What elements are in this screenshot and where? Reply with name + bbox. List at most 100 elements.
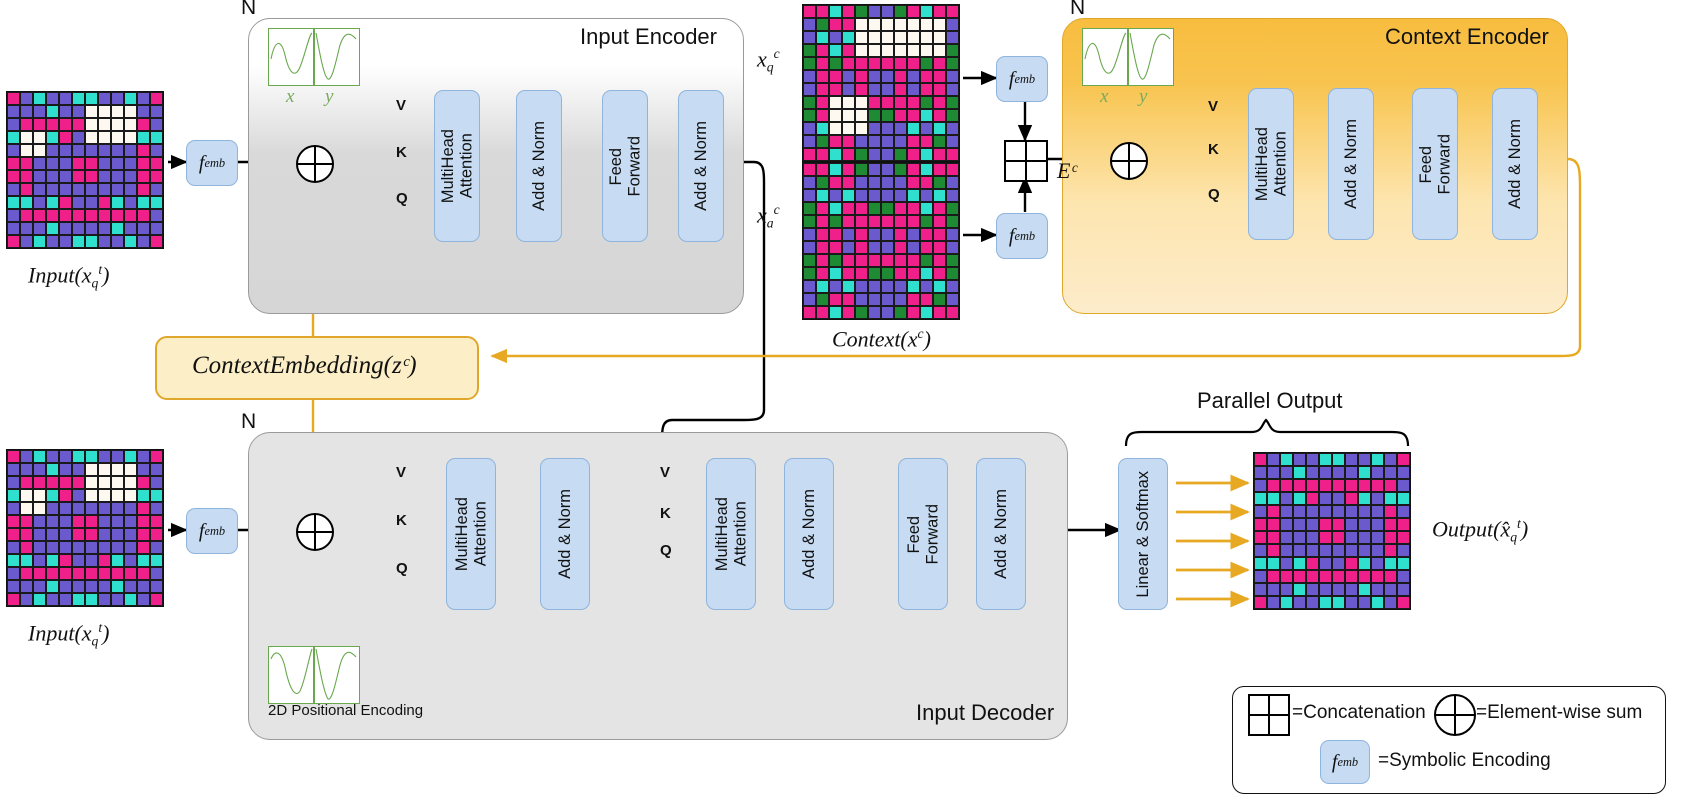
grid-cell xyxy=(1358,466,1371,479)
grid-cell xyxy=(855,280,868,293)
grid-cell xyxy=(111,580,124,593)
context-feed-forward[interactable]: Feed Forward xyxy=(1412,88,1458,240)
grid-cell xyxy=(111,515,124,528)
grid-cell xyxy=(98,476,111,489)
grid-cell xyxy=(1306,596,1319,609)
decoder-self-v-label: V xyxy=(396,464,407,481)
grid-cell xyxy=(72,593,85,606)
grid-cell xyxy=(933,18,946,31)
grid-cell xyxy=(124,196,137,209)
context-multihead-attention[interactable]: MultiHead Attention xyxy=(1248,88,1294,240)
decoder-feed-forward[interactable]: Feed Forward xyxy=(898,458,948,610)
grid-cell xyxy=(46,196,59,209)
grid-cell xyxy=(1280,531,1293,544)
grid-cell xyxy=(920,148,933,161)
grid-cell xyxy=(111,463,124,476)
grid-cell xyxy=(894,254,907,267)
grid-cell xyxy=(907,189,920,202)
grid-cell xyxy=(816,306,829,319)
context-caption: Context(xc) xyxy=(832,326,931,352)
pos-enc-y-label-top: y xyxy=(325,86,334,107)
linear-softmax-block[interactable]: Linear & Softmax xyxy=(1118,458,1168,610)
grid-cell xyxy=(868,293,881,306)
grid-cell xyxy=(124,209,137,222)
grid-cell xyxy=(150,593,163,606)
grid-cell xyxy=(933,5,946,18)
grid-cell xyxy=(894,148,907,161)
decoder-self-multihead-attention[interactable]: MultiHead Attention xyxy=(446,458,496,610)
grid-cell xyxy=(1319,518,1332,531)
grid-cell xyxy=(85,209,98,222)
decoder-add-norm-3[interactable]: Add & Norm xyxy=(976,458,1026,610)
grid-cell xyxy=(1371,518,1384,531)
grid-cell xyxy=(803,202,816,215)
grid-cell xyxy=(1397,453,1410,466)
encoder-add-norm-2[interactable]: Add & Norm xyxy=(678,90,724,242)
grid-cell xyxy=(1384,583,1397,596)
grid-cell xyxy=(894,96,907,109)
grid-cell xyxy=(1345,466,1358,479)
grid-cell xyxy=(803,135,816,148)
grid-cell xyxy=(1332,596,1345,609)
grid-cell xyxy=(1306,479,1319,492)
grid-cell xyxy=(920,215,933,228)
grid-cell xyxy=(868,44,881,57)
decoder-add-norm-2[interactable]: Add & Norm xyxy=(784,458,834,610)
grid-cell xyxy=(829,148,842,161)
grid-cell xyxy=(829,18,842,31)
encoder-multihead-attention[interactable]: MultiHead Attention xyxy=(434,90,480,242)
grid-cell xyxy=(20,157,33,170)
grid-cell xyxy=(59,450,72,463)
grid-cell xyxy=(907,122,920,135)
grid-cell xyxy=(1358,596,1371,609)
grid-cell xyxy=(20,528,33,541)
grid-cell xyxy=(1397,479,1410,492)
grid-cell xyxy=(907,228,920,241)
grid-cell xyxy=(868,57,881,70)
grid-cell xyxy=(124,502,137,515)
grid-cell xyxy=(1293,518,1306,531)
grid-cell xyxy=(1254,544,1267,557)
decoder-cross-multihead-attention[interactable]: MultiHead Attention xyxy=(706,458,756,610)
grid-cell xyxy=(816,5,829,18)
grid-cell xyxy=(1358,505,1371,518)
grid-cell xyxy=(1384,596,1397,609)
grid-cell xyxy=(803,148,816,161)
context-add-norm-1[interactable]: Add & Norm xyxy=(1328,88,1374,240)
grid-cell xyxy=(829,228,842,241)
grid-cell xyxy=(1254,518,1267,531)
grid-cell xyxy=(1397,466,1410,479)
grid-cell xyxy=(946,267,959,280)
encoder-q-label: Q xyxy=(396,190,408,207)
encoder-feed-forward-label: Feed Forward xyxy=(606,135,643,197)
grid-cell xyxy=(7,157,20,170)
grid-cell xyxy=(1319,583,1332,596)
grid-cell xyxy=(907,83,920,96)
grid-cell xyxy=(816,135,829,148)
decoder-add-norm-1[interactable]: Add & Norm xyxy=(540,458,590,610)
grid-cell xyxy=(1306,492,1319,505)
grid-cell xyxy=(894,83,907,96)
grid-cell xyxy=(111,157,124,170)
grid-cell xyxy=(137,567,150,580)
grid-cell xyxy=(137,157,150,170)
grid-cell xyxy=(1280,518,1293,531)
grid-cell xyxy=(855,293,868,306)
context-add-norm-2[interactable]: Add & Norm xyxy=(1492,88,1538,240)
grid-cell xyxy=(1371,453,1384,466)
grid-cell xyxy=(829,202,842,215)
grid-cell xyxy=(933,135,946,148)
grid-cell xyxy=(920,306,933,319)
grid-cell xyxy=(894,228,907,241)
encoder-add-norm-1[interactable]: Add & Norm xyxy=(516,90,562,242)
grid-cell xyxy=(59,209,72,222)
grid-cell xyxy=(1319,453,1332,466)
context-v-label: V xyxy=(1208,98,1219,115)
grid-cell xyxy=(868,18,881,31)
encoder-feed-forward[interactable]: Feed Forward xyxy=(602,90,648,242)
grid-cell xyxy=(98,183,111,196)
